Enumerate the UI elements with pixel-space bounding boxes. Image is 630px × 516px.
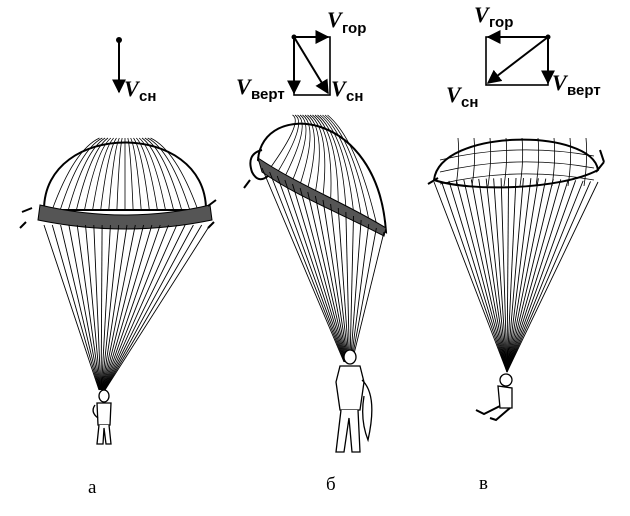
panel-b-suspension-lines [261,167,385,363]
panel-a-v-subscript: сн [139,88,156,105]
panel-a-caption: а [88,477,97,498]
panel-b-canopy [243,114,388,237]
panel-c-vdesc-subscript: сн [461,94,478,111]
panel-c-vvert-subscript: верт [567,82,601,99]
panel-c-suspension-lines [433,177,599,373]
panel-c-vvert-symbol: V [552,70,569,95]
panel-b: V гор V верт V сн б [236,7,388,495]
panel-c-velocity-diagram: V гор V сн V верт [446,2,601,111]
panel-c-vdesc-symbol: V [446,82,463,107]
panel-a-suspension-lines [43,224,211,391]
panel-c: V гор V сн V верт в [427,2,605,494]
panel-c-parachutist [475,373,513,422]
panel-b-vhor-symbol: V [327,7,344,32]
panel-a-velocity-vector: V сн [112,37,156,105]
panel-c-canopy [427,137,605,189]
panel-a-parachutist [92,389,112,445]
panel-b-vdesc-subscript: сн [346,88,363,105]
panel-b-velocity-diagram: V гор V верт V сн [236,7,366,105]
panel-c-vhor-symbol: V [474,2,491,27]
panel-b-vdesc-symbol: V [331,76,348,101]
panel-b-caption: б [326,474,336,495]
panel-a-canopy [19,137,217,230]
panel-b-parachutist [335,349,373,453]
panel-c-caption: в [479,473,488,494]
panel-b-vvert-subscript: верт [251,86,285,103]
panel-c-vhor-subscript: гор [489,14,513,31]
panel-b-vvert-symbol: V [236,74,253,99]
panel-b-vhor-subscript: гор [342,20,366,37]
panel-a-v-symbol: V [124,76,141,101]
panel-a: V сн а [19,37,217,498]
